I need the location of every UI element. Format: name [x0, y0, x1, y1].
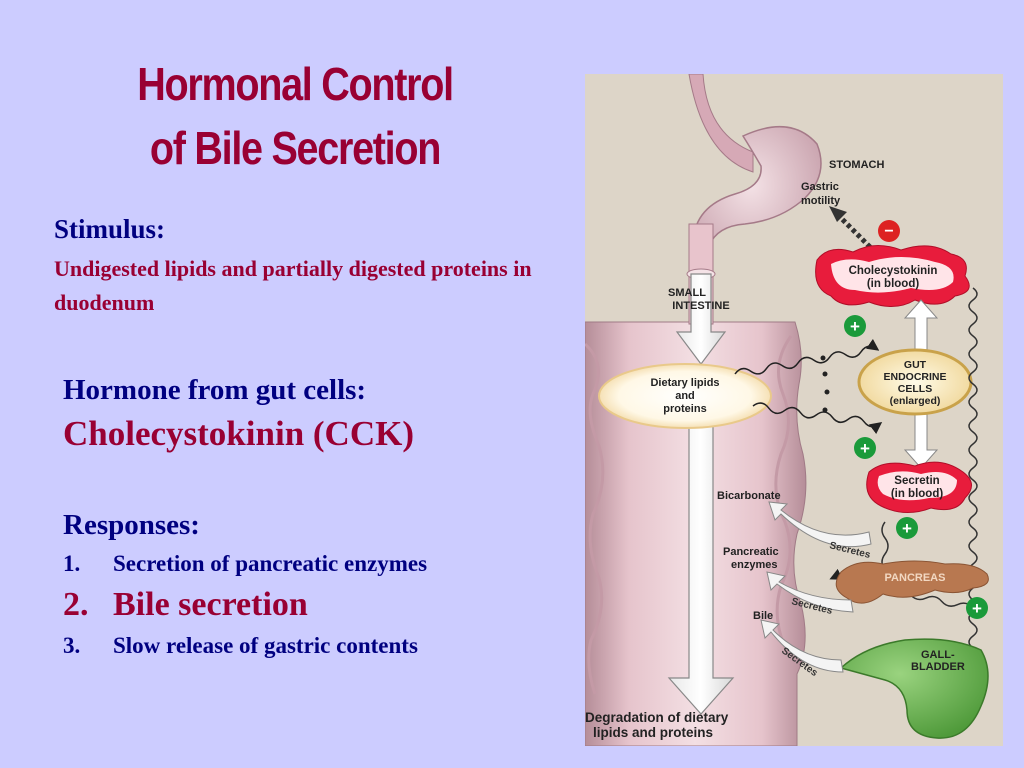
receptor-dot	[822, 371, 828, 377]
minus-badge	[878, 220, 900, 242]
wavy-line-upper	[734, 338, 880, 375]
pancreas-label: PANCREAS	[885, 572, 946, 584]
inhibition-arrow-head	[829, 206, 847, 222]
stimulus-heading: Stimulus:	[54, 214, 166, 244]
hormone-name: Cholecystokinin (CCK)	[63, 414, 414, 453]
plus-badge	[966, 597, 988, 619]
gut-cells-line-3: CELLS	[898, 383, 932, 395]
gut-cells-line-1: GUT	[904, 359, 927, 371]
stomach	[692, 125, 822, 273]
plus-badge	[896, 517, 918, 539]
dietary-line-1: Dietary lipids	[650, 377, 719, 389]
plus-sign: +	[850, 317, 860, 336]
inhibition-arrow	[835, 212, 877, 254]
response-item-1: 1. Secretion of pancreatic enzymes	[63, 551, 427, 577]
secretin-label-line-1: Secretin	[894, 475, 939, 487]
cck-blob-inner	[831, 257, 954, 293]
intestine-fold-right	[774, 335, 793, 653]
intestine-fold-left	[585, 342, 605, 695]
response-text-1: Secretion of pancreatic enzymes	[113, 551, 428, 576]
responses-heading: Responses:	[63, 509, 200, 541]
bile-secretion-diagram: STOMACH Gastric motility − Cholecystokin…	[585, 74, 1003, 746]
plus-sign: +	[902, 519, 912, 538]
secretes-arrow-enzymes	[766, 571, 854, 613]
gallbladder-line-1: GALL-	[921, 649, 955, 661]
gut-cells-line-2: ENDOCRINE	[883, 371, 946, 383]
receptor-dot	[824, 389, 830, 395]
minus-sign: −	[884, 223, 893, 240]
response-number-1: 1.	[63, 551, 81, 576]
gastric-motility-line-1: Gastric	[801, 181, 839, 193]
central-arrow	[675, 273, 727, 365]
gallbladder-line-2: BLADDER	[911, 661, 965, 673]
response-number-2: 2.	[63, 586, 89, 623]
main-down-arrow	[667, 403, 735, 715]
plus-sign: +	[972, 599, 982, 618]
receptor-dot	[822, 407, 828, 413]
response-number-3: 3.	[63, 633, 81, 658]
dietary-lipids-oval	[598, 363, 772, 429]
gut-cells-line-4: (enlarged)	[890, 395, 941, 407]
response-item-3: 3. Slow release of gastric contents	[63, 633, 418, 659]
pancreatic-enzymes-line-2: enzymes	[731, 559, 777, 571]
slide-title: Hormonal Control of Bile Secretion	[76, 52, 515, 180]
small-intestine-label-line-1: SMALL	[668, 287, 706, 299]
bicarbonate-label: Bicarbonate	[717, 490, 781, 502]
pancreatic-enzymes-line-1: Pancreatic	[723, 546, 779, 558]
cck-label-line-1: Cholecystokinin	[849, 265, 938, 277]
plus-badge	[854, 437, 876, 459]
response-item-2: 2. Bile secretion	[63, 586, 308, 624]
bile-label: Bile	[753, 610, 773, 622]
pancreas	[835, 560, 989, 604]
secretin-blob-inner	[877, 471, 957, 501]
dietary-line-2: and	[675, 390, 695, 402]
degradation-line-2: lipids and proteins	[593, 725, 713, 740]
response-text-2: Bile secretion	[113, 586, 308, 623]
degradation-line-1: Degradation of dietary	[585, 710, 729, 725]
secretes-arrow-bicarbonate	[768, 501, 872, 548]
stimulus-text: Undigested lipids and partially digested…	[54, 256, 532, 315]
plus-badge	[844, 315, 866, 337]
response-text-3: Slow release of gastric contents	[113, 633, 418, 658]
esophagus	[688, 74, 754, 173]
stomach-label: STOMACH	[829, 159, 884, 171]
secretes-arrow-bile	[760, 619, 844, 673]
title-line-1: Hormonal Control	[137, 58, 454, 110]
small-intestine-label-line-2: INTESTINE	[672, 300, 729, 312]
secretin-label-line-2: (in blood)	[891, 488, 944, 500]
wavy-line-lower	[752, 402, 883, 435]
title-line-2: of Bile Secretion	[149, 122, 442, 174]
hormone-heading: Hormone from gut cells:	[63, 374, 367, 406]
gallbladder	[839, 638, 989, 739]
receptor-dot	[820, 355, 826, 361]
cck-label-line-2: (in blood)	[867, 278, 920, 290]
dietary-line-3: proteins	[663, 403, 706, 415]
down-arrow-to-secretin	[903, 411, 939, 469]
plus-sign: +	[860, 439, 870, 458]
gastric-motility-line-2: motility	[801, 195, 841, 207]
